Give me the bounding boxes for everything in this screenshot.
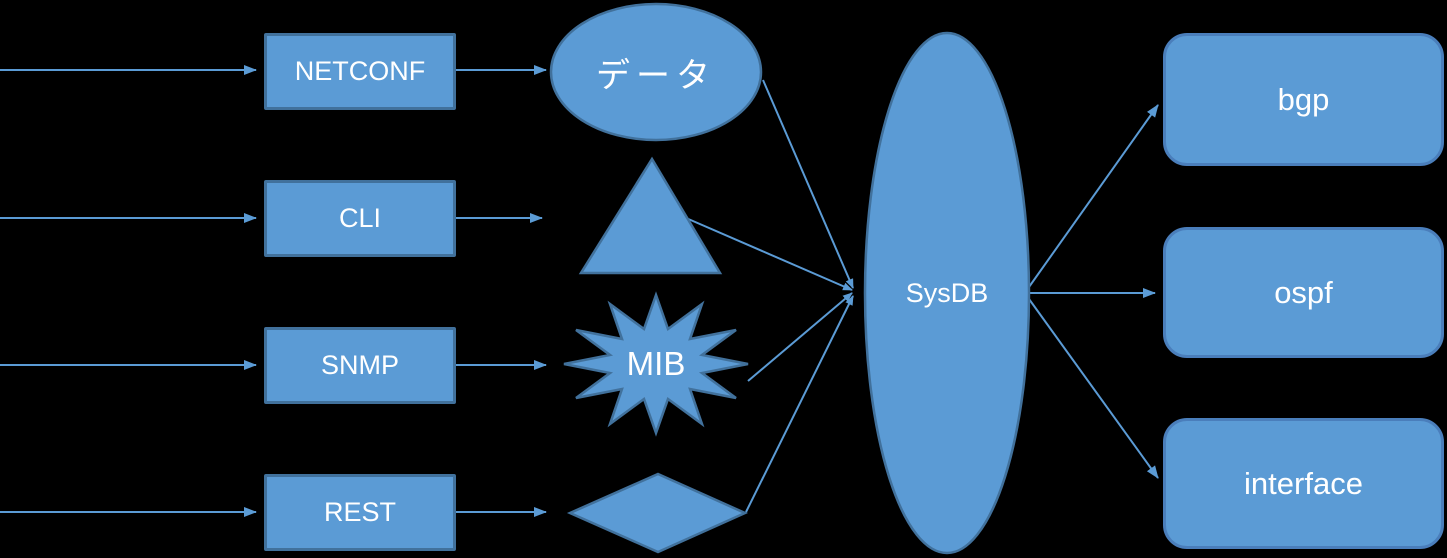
arrow-sysdb-to-bgp [1028, 104, 1159, 288]
box-interface-label: interface [1244, 465, 1363, 501]
arrow-sysdb-to-interface [1028, 298, 1159, 479]
diamond-shape [566, 472, 749, 554]
box-cli-label: CLI [338, 203, 382, 233]
box-ospf: ospf [1163, 227, 1444, 358]
box-netconf-label: NETCONF [294, 56, 426, 86]
box-interface: interface [1163, 418, 1444, 549]
box-snmp: SNMP [264, 327, 456, 404]
box-ospf-label: ospf [1274, 274, 1333, 310]
sysdb-ellipse-shape [863, 31, 1031, 555]
data-ellipse-shape [549, 2, 763, 142]
arrow-mib-to-sysdb [747, 292, 853, 382]
box-netconf: NETCONF [264, 33, 456, 110]
mib-starburst-shape [563, 291, 749, 437]
arrow-triangle-to-sysdb [685, 217, 853, 291]
arrow-diamond-to-sysdb [745, 295, 854, 513]
box-bgp-label: bgp [1277, 81, 1330, 117]
box-rest: REST [264, 474, 456, 551]
arrow-data-to-sysdb [762, 79, 854, 289]
box-cli: CLI [264, 180, 456, 257]
box-rest-label: REST [323, 497, 396, 527]
box-bgp: bgp [1163, 33, 1444, 166]
box-snmp-label: SNMP [320, 350, 399, 380]
triangle-shape [578, 156, 723, 275]
